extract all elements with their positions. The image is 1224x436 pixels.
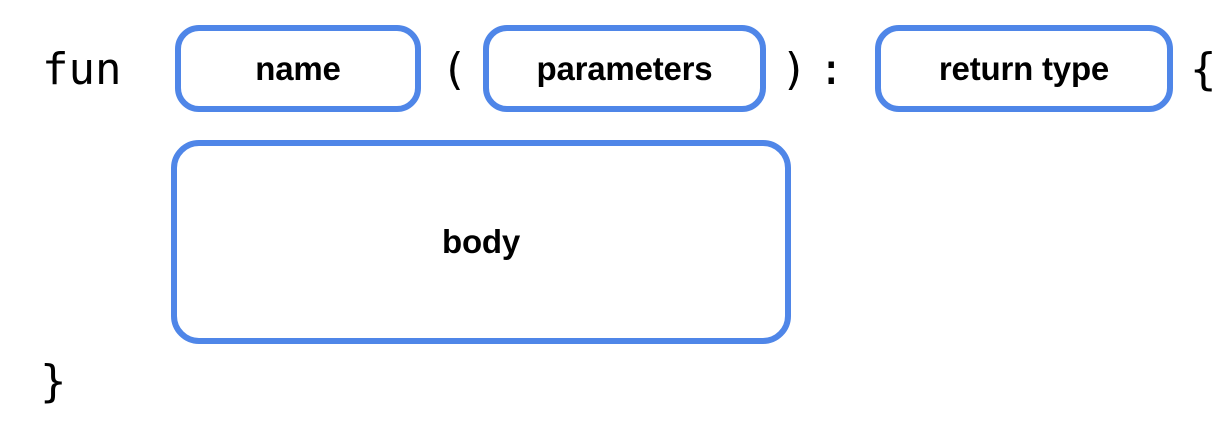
slot-name[interactable]: name — [175, 25, 421, 112]
open-paren: ( — [441, 44, 468, 95]
slot-return-type[interactable]: return type — [875, 25, 1173, 112]
close-paren: ) — [781, 44, 808, 95]
slot-name-label: name — [255, 49, 341, 87]
slot-return-type-label: return type — [938, 49, 1110, 87]
colon-separator: : — [818, 44, 845, 95]
close-brace: } — [40, 356, 67, 407]
slot-parameters-label: parameters — [536, 49, 713, 87]
keyword-fun: fun — [42, 44, 122, 95]
slot-body[interactable]: body — [171, 140, 791, 344]
open-brace: { — [1190, 44, 1217, 95]
slot-body-label: body — [441, 223, 521, 260]
slot-parameters[interactable]: parameters — [483, 25, 766, 112]
